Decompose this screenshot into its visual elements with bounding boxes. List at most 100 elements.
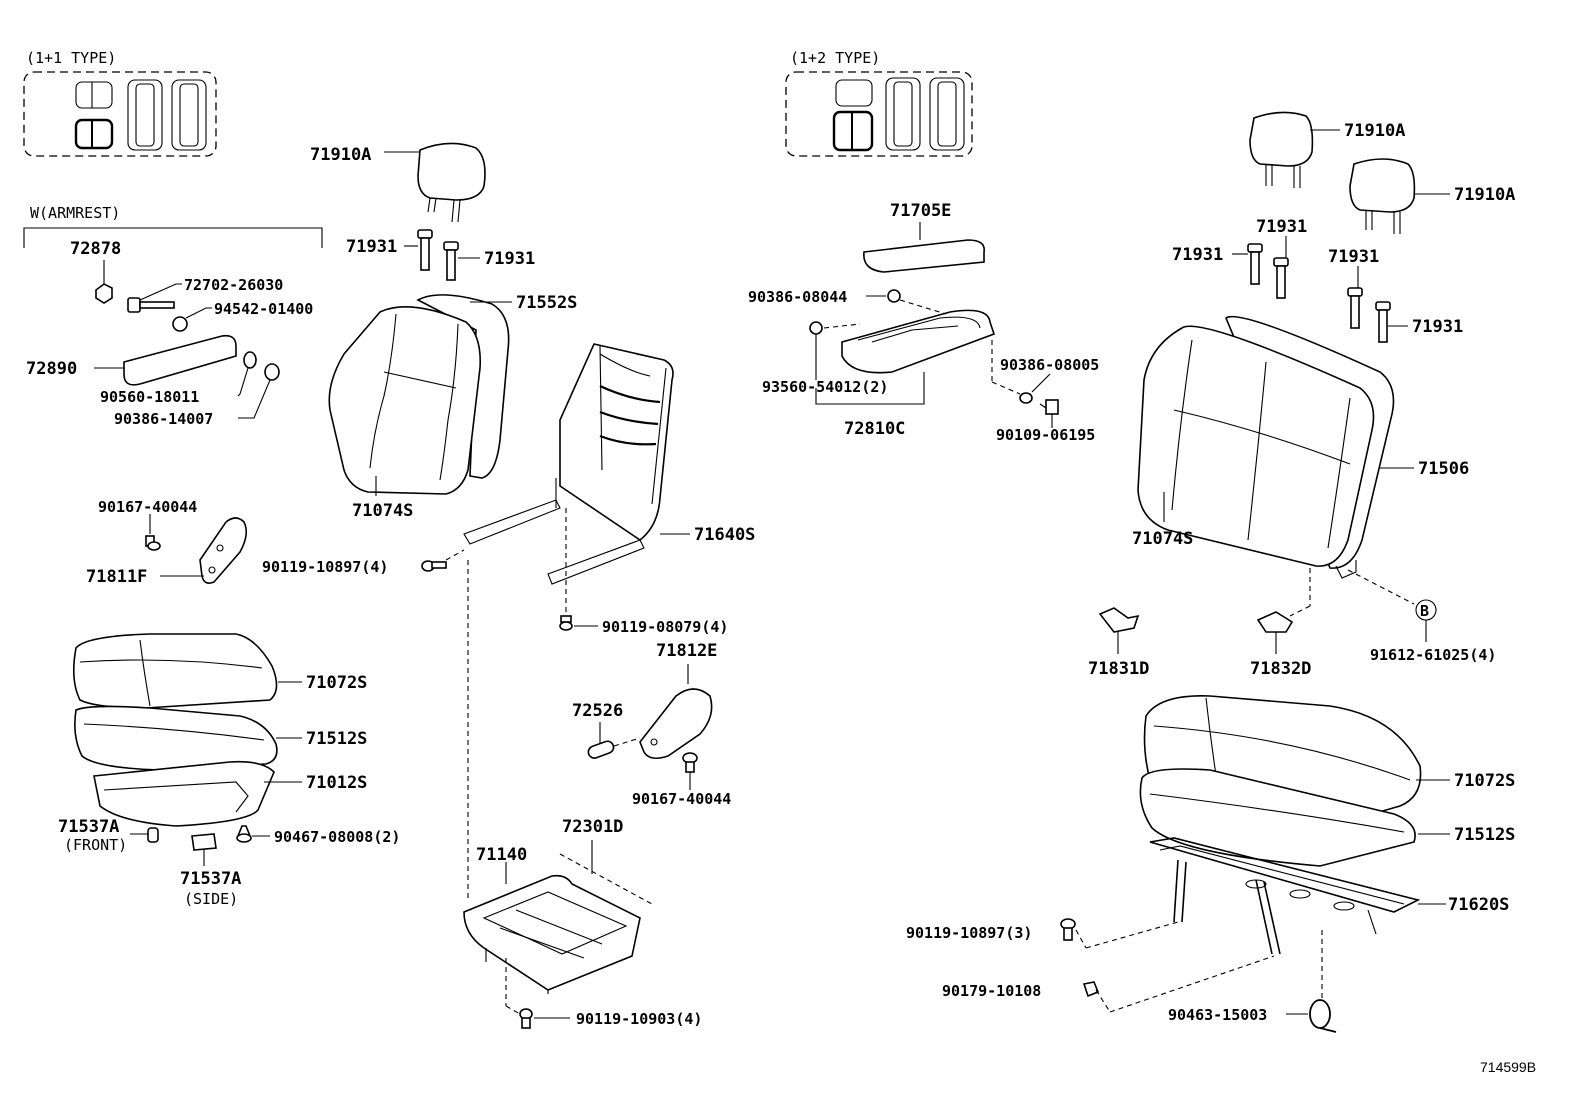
label-90119-10903: 90119-10903(4) — [576, 1010, 702, 1028]
label-72526: 72526 — [572, 701, 623, 721]
label-71812E: 71812E — [656, 641, 717, 661]
label-71074S-right: 71074S — [1132, 529, 1193, 549]
headrest-guide-right-a[interactable] — [1232, 243, 1263, 285]
bolt-frame-right[interactable] — [1060, 918, 1179, 949]
headrest-guide-left-a[interactable] — [404, 229, 433, 271]
label-71512S-right: 71512S — [1454, 825, 1515, 845]
label-72878: 72878 — [70, 239, 121, 259]
label-71910A-left: 71910A — [310, 145, 371, 165]
back-pad-right[interactable] — [1137, 325, 1375, 567]
headrest-guide-right-c[interactable] — [1347, 266, 1363, 329]
armrest-washer[interactable] — [172, 307, 212, 332]
bolt-back-lower[interactable] — [559, 508, 598, 631]
knob[interactable] — [587, 722, 641, 760]
armrest-group: W(ARMREST) — [23, 204, 323, 248]
headrest-guide-right-d[interactable] — [1375, 301, 1408, 343]
type-1-1-selector[interactable]: (1+1 TYPE) — [23, 49, 217, 157]
label-71506: 71506 — [1418, 459, 1469, 479]
center-armrest-cushion-a[interactable] — [866, 289, 901, 303]
track-wire[interactable] — [559, 840, 653, 905]
seat-track[interactable] — [463, 560, 641, 994]
cushion-pad-left[interactable] — [74, 705, 302, 771]
clip-right[interactable] — [1082, 955, 1275, 1013]
label-91612-61025: 91612-61025(4) — [1370, 646, 1496, 664]
label-side-note: (SIDE) — [184, 890, 238, 908]
label-71620S: 71620S — [1448, 895, 1509, 915]
cushion-frame-right[interactable] — [1149, 837, 1446, 955]
shield-right[interactable] — [639, 664, 713, 760]
label-71140: 71140 — [476, 845, 527, 865]
ref-b-marker[interactable]: B — [1347, 569, 1437, 642]
headrest-right-b[interactable] — [1349, 158, 1450, 234]
shield-screw-right[interactable] — [682, 752, 698, 790]
label-71910A-right-b: 71910A — [1454, 185, 1515, 205]
label-71537A-side: 71537A — [180, 869, 241, 889]
label-71910A-right-a: 71910A — [1344, 121, 1405, 141]
cushion-frame-left[interactable] — [93, 760, 302, 827]
label-90179-10108: 90179-10108 — [942, 982, 1041, 1000]
type-1-2-selector[interactable]: (1+2 TYPE) — [785, 49, 973, 157]
back-cover-left[interactable] — [416, 294, 512, 479]
label-90109-06195: 90109-06195 — [996, 426, 1095, 444]
label-90386-08005: 90386-08005 — [1000, 356, 1099, 374]
center-armrest[interactable] — [815, 299, 996, 405]
label-90167-40044-right: 90167-40044 — [632, 790, 731, 808]
label-71072S-right: 71072S — [1454, 771, 1515, 791]
label-90560-18011: 90560-18011 — [100, 388, 199, 406]
label-71552S: 71552S — [516, 293, 577, 313]
back-pad-left[interactable] — [328, 306, 482, 496]
label-71705E: 71705E — [890, 201, 951, 221]
type-1-2-label: (1+2 TYPE) — [790, 49, 880, 67]
label-72301D: 72301D — [562, 817, 623, 837]
armrest-cap-b[interactable] — [238, 363, 280, 419]
center-armrest-cover[interactable] — [863, 222, 985, 273]
label-71811F: 71811F — [86, 567, 147, 587]
label-72810C: 72810C — [844, 419, 905, 439]
label-71072S-left: 71072S — [306, 673, 367, 693]
label-71537A-front: 71537A — [58, 817, 119, 837]
shield-screw-left[interactable] — [145, 514, 161, 551]
label-71931-left-a: 71931 — [346, 237, 397, 257]
cushion-pad-right[interactable] — [1139, 768, 1450, 867]
headrest-guide-right-b[interactable] — [1273, 236, 1289, 299]
bolt-back-frame[interactable] — [421, 549, 465, 572]
headrest-left[interactable] — [384, 142, 486, 223]
center-armrest-bolt[interactable] — [1039, 399, 1059, 428]
center-armrest-cushion-b[interactable] — [991, 340, 1051, 404]
label-71931-right-b: 71931 — [1256, 217, 1307, 237]
back-frame-left[interactable] — [463, 343, 690, 585]
center-armrest-screw[interactable] — [809, 321, 861, 380]
label-71931-left-b: 71931 — [484, 249, 535, 269]
armrest-cap-a[interactable] — [237, 351, 257, 397]
hinge-cover-b[interactable] — [1256, 568, 1311, 654]
armrest-bolt[interactable] — [127, 283, 182, 313]
headrest-right-a[interactable] — [1249, 111, 1340, 188]
label-71931-right-d: 71931 — [1412, 317, 1463, 337]
clip-front[interactable] — [130, 827, 159, 843]
label-71832D: 71832D — [1250, 659, 1311, 679]
label-90386-14007: 90386-14007 — [114, 410, 213, 428]
armrest-nut[interactable] — [95, 260, 113, 304]
shield-left[interactable] — [160, 517, 248, 584]
label-72702-26030: 72702-26030 — [184, 276, 283, 294]
label-90119-08079: 90119-08079(4) — [602, 618, 728, 636]
cushion-cover-left[interactable] — [72, 633, 302, 709]
hook-right[interactable] — [1286, 930, 1337, 1033]
cushion-clip[interactable] — [236, 825, 270, 843]
armrest-part[interactable] — [94, 334, 237, 386]
label-90167-40044-left: 90167-40044 — [98, 498, 197, 516]
label-71931-right-a: 71931 — [1172, 245, 1223, 265]
label-front-note: (FRONT) — [64, 836, 127, 854]
headrest-guide-left-b[interactable] — [443, 241, 480, 281]
track-bolt[interactable] — [505, 958, 570, 1029]
drawing-id: 714599B — [1480, 1059, 1536, 1075]
clip-side[interactable] — [191, 833, 217, 866]
label-71640S: 71640S — [694, 525, 755, 545]
label-71831D: 71831D — [1088, 659, 1149, 679]
hinge-cover-a[interactable] — [1098, 607, 1140, 654]
label-71012S: 71012S — [306, 773, 367, 793]
label-90467-08008: 90467-08008(2) — [274, 828, 400, 846]
label-90119-10897-left: 90119-10897(4) — [262, 558, 388, 576]
label-71512S-left: 71512S — [306, 729, 367, 749]
